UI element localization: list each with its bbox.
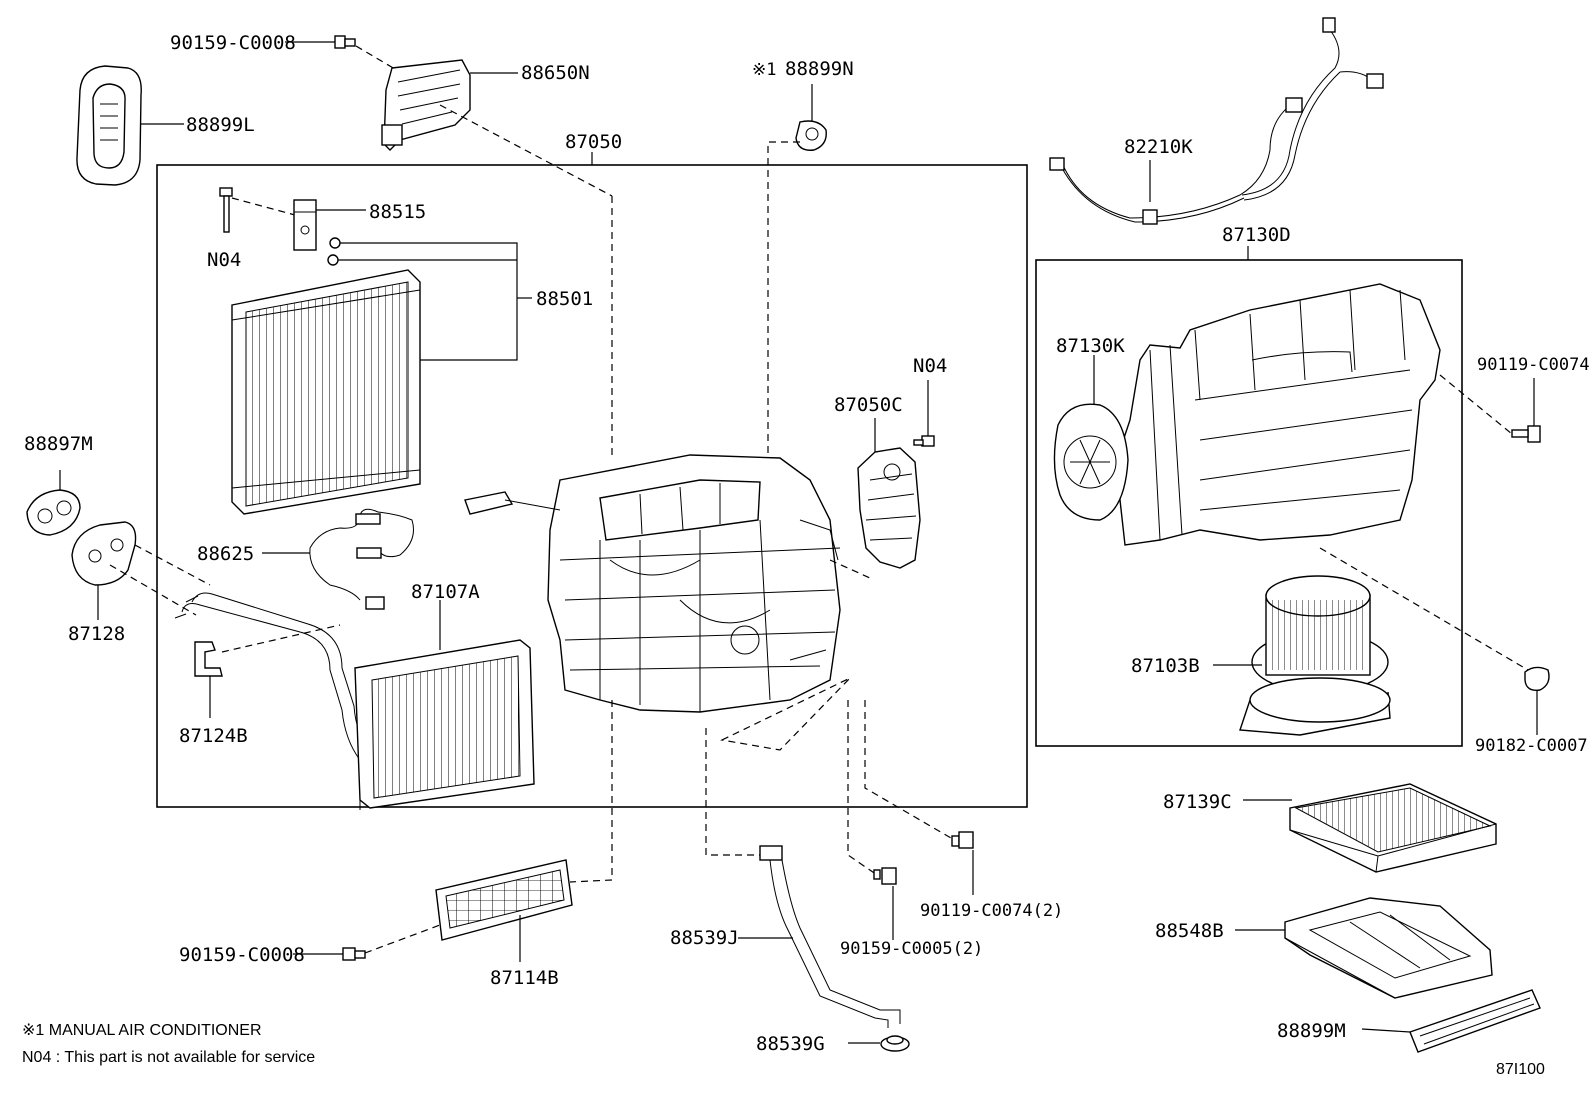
o-ring-b-part	[327, 254, 339, 266]
label-88515: 88515	[369, 201, 426, 223]
filter-87139c-part	[1289, 783, 1497, 873]
label-88899m: 88899M	[1277, 1020, 1346, 1042]
label-82210k: 82210K	[1124, 136, 1193, 158]
label-88899l: 88899L	[186, 114, 255, 136]
label-90159-c0005-2: 90159-C0005(2)	[840, 939, 983, 959]
filter-case-88548b-part	[1284, 897, 1493, 999]
label-90182-c0007: 90182-C0007	[1475, 736, 1588, 756]
grille-87114b-part	[435, 859, 573, 941]
bolt-90159-c0008-top-part	[334, 35, 356, 49]
label-88899n: 88899N	[785, 58, 854, 80]
o-ring-a-part	[329, 237, 341, 249]
servo-87050c-part	[857, 447, 921, 569]
bracket-88650n-part	[381, 59, 471, 151]
plate-87128-part	[71, 521, 137, 586]
clip-88899n-part	[795, 120, 827, 151]
cover-88899m-part	[1409, 989, 1541, 1053]
label-n04-servo: N04	[913, 355, 947, 377]
bolt-90159-c0008-bottom-part	[342, 947, 366, 961]
harness-82210k-part	[1049, 17, 1384, 225]
blower-motor-87103b-part	[1239, 575, 1391, 736]
label-88548b: 88548B	[1155, 920, 1224, 942]
sensor-88625-part	[309, 508, 414, 610]
label-n04-valve: N04	[207, 249, 241, 271]
blower-housing-87130d-part	[1119, 283, 1441, 546]
evaporator-88501-part	[231, 269, 421, 515]
label-87050c: 87050C	[834, 394, 903, 416]
clip-90182-c0007-part	[1524, 666, 1550, 691]
label-88897m: 88897M	[24, 433, 93, 455]
blower-assembly-frame	[1035, 259, 1463, 747]
label-87114b: 87114B	[490, 967, 559, 989]
note-n04: N04 : This part is not available for ser…	[22, 1049, 315, 1066]
grommet-88539g-part	[880, 1035, 910, 1052]
label-87128: 87128	[68, 623, 125, 645]
label-87124b: 87124B	[179, 725, 248, 747]
label-87130d: 87130D	[1222, 224, 1291, 246]
label-88625: 88625	[197, 543, 254, 565]
label-87139c: 87139C	[1163, 791, 1232, 813]
label-87107a: 87107A	[411, 581, 480, 603]
bolt-90119-c0074-2-part	[951, 831, 974, 849]
label-88539j: 88539J	[670, 927, 739, 949]
label-note-mark-88899n: ※1	[752, 60, 776, 80]
label-88501: 88501	[536, 288, 593, 310]
scroll-cover-87130k-part	[1053, 403, 1129, 521]
label-88650n: 88650N	[521, 62, 590, 84]
label-88539g: 88539G	[756, 1033, 825, 1055]
label-90119-c0074-2: 90119-C0074(2)	[920, 901, 1063, 921]
label-90119-c0074: 90119-C0074	[1477, 355, 1590, 375]
heater-core-87107a-part	[174, 592, 535, 810]
label-87130k: 87130K	[1056, 335, 1125, 357]
screw-90119-c0074-part	[1511, 425, 1541, 443]
label-87103b: 87103B	[1131, 655, 1200, 677]
label-87050: 87050	[565, 131, 622, 153]
bolt-90159-c0005-2-part	[873, 867, 897, 885]
label-90159-c0008-bottom: 90159-C0008	[179, 944, 305, 966]
figure-code: 87I100	[1496, 1061, 1545, 1078]
bolt-n04-servo-part	[913, 435, 935, 447]
bolt-n04-valve-part	[219, 187, 233, 233]
duct-88899l-part	[76, 65, 142, 186]
hvac-case-87050-part	[464, 454, 841, 713]
label-90159-c0008-top: 90159-C0008	[170, 32, 296, 54]
drain-hose-88539j-part	[759, 845, 901, 1028]
clamp-87124b-part	[194, 641, 223, 677]
expansion-valve-88515-part	[293, 199, 317, 251]
note-manual-ac: ※1 MANUAL AIR CONDITIONER	[22, 1022, 262, 1039]
grommet-88897m-part	[26, 489, 81, 536]
